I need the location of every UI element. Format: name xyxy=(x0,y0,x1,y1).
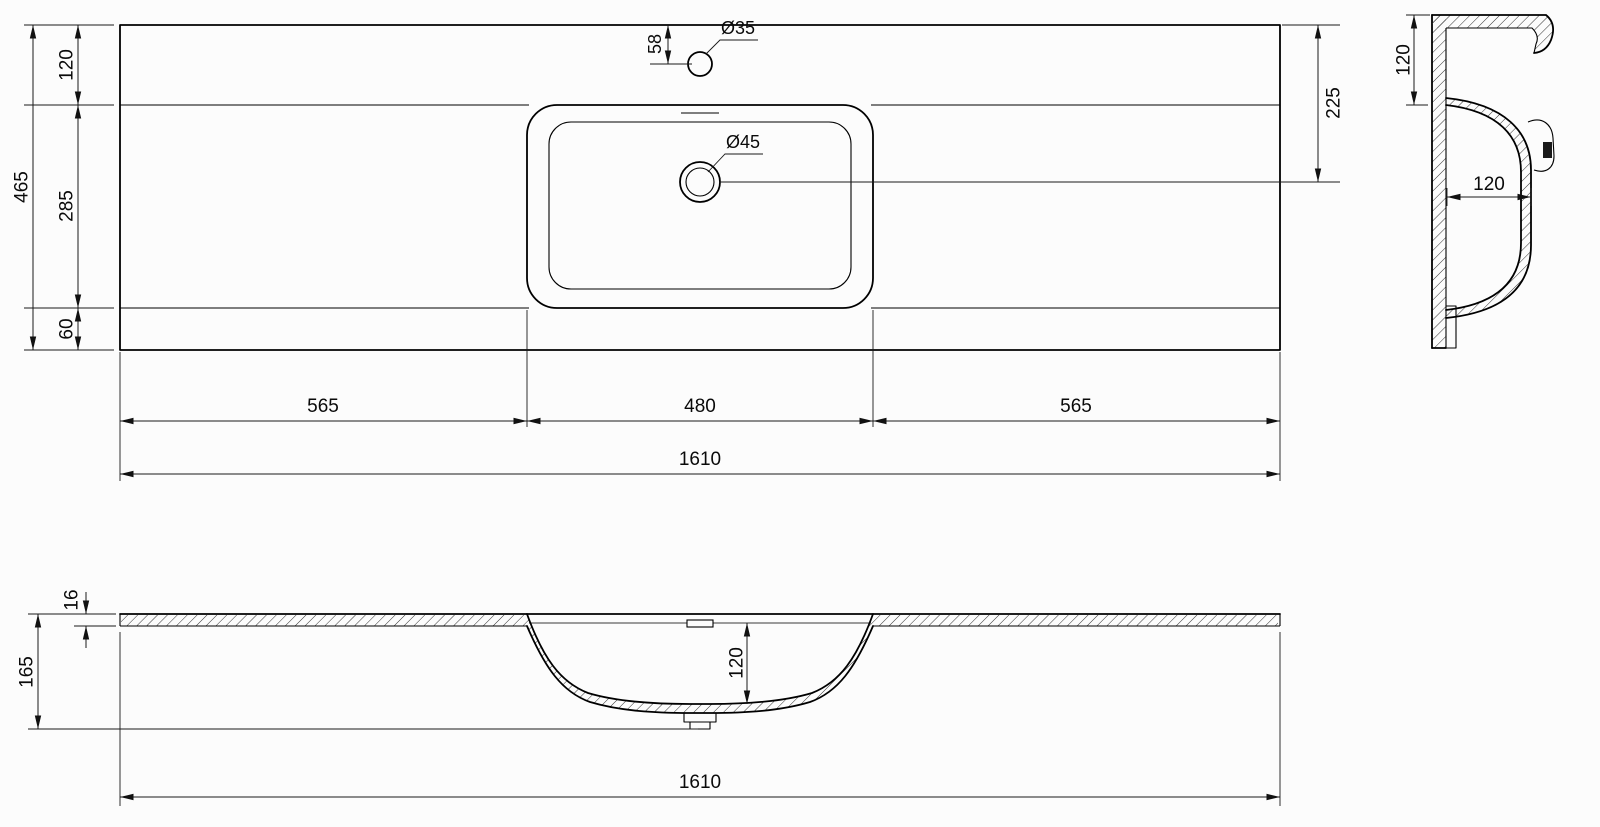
dim-overall-depth-label: 465 xyxy=(11,171,32,203)
faucet-diameter-label: Ø35 xyxy=(721,18,755,38)
dim-section-length-label: 1610 xyxy=(679,772,721,793)
apron-hatch xyxy=(1432,15,1554,53)
bowl-outer-line xyxy=(526,625,874,714)
slab-hatch-right xyxy=(873,615,1278,626)
dim-thickness-label: 16 xyxy=(61,589,82,610)
apron-outer-line xyxy=(1431,14,1555,54)
drain-body xyxy=(683,712,717,723)
drain-hole-outer xyxy=(679,161,721,203)
basin-inner-bowl xyxy=(548,121,852,290)
bowl-inner-line xyxy=(1445,104,1522,311)
dim-faucet: 58 Ø35 xyxy=(645,18,758,65)
side-section-view: 120 120 xyxy=(1393,14,1555,349)
dim-side-basin-label: 120 xyxy=(1473,174,1505,195)
bowl-inner-line xyxy=(526,613,874,705)
drain-diameter-label: Ø45 xyxy=(726,132,760,152)
dim-overall-length-label: 1610 xyxy=(679,449,721,470)
countertop-outline xyxy=(119,24,1281,351)
dim-basin-segment-label: 480 xyxy=(684,396,716,417)
dim-slab-thickness: 16 xyxy=(61,589,116,648)
dim-back-strip-label: 120 xyxy=(56,49,77,81)
dim-front-strip-label: 60 xyxy=(56,318,77,339)
dim-left-segment-label: 565 xyxy=(307,396,339,417)
dim-edge-strip: 120 xyxy=(1393,14,1430,106)
basin-outer-rim xyxy=(526,104,874,309)
front-section-view: 16 165 120 1610 xyxy=(16,589,1281,806)
slab-hatch-left xyxy=(121,615,527,626)
dim-drain: Ø45 225 xyxy=(707,24,1344,183)
dim-drain-offset-label: 225 xyxy=(1323,87,1344,119)
rim-clip-detail xyxy=(1543,142,1552,158)
bottom-foot-detail xyxy=(1446,305,1457,349)
dim-basin-zone-label: 285 xyxy=(56,190,77,222)
dim-basin-depth-label: 120 xyxy=(726,647,747,679)
dim-side-edge-label: 120 xyxy=(1393,44,1414,76)
dim-faucet-offset-label: 58 xyxy=(645,34,665,54)
bowl-wall-hatch xyxy=(527,614,873,713)
slab-hatch xyxy=(1432,15,1446,348)
dim-basin-depth-side: 120 xyxy=(1446,174,1532,206)
leader-line xyxy=(705,39,758,55)
rim-overflow-detail xyxy=(1527,119,1555,172)
dim-height-label: 165 xyxy=(16,656,37,688)
apron-inner-line xyxy=(1446,27,1538,54)
drain-tail xyxy=(689,721,711,730)
drain-hole-inner xyxy=(685,167,715,197)
leader-line xyxy=(707,153,763,173)
dim-right-segment-label: 565 xyxy=(1060,396,1092,417)
overflow-slot xyxy=(686,619,714,628)
top-view: 120 285 60 465 58 Ø35 Ø45 225 xyxy=(11,18,1344,481)
dim-widths-bottom: 565 480 565 1610 xyxy=(119,310,1281,481)
dim-depths-left: 120 285 60 465 xyxy=(11,24,114,351)
dim-overall-length-section: 1610 xyxy=(119,632,1281,806)
bowl-outer-line xyxy=(1445,97,1532,319)
dim-basin-inner-depth: 120 xyxy=(726,623,751,704)
dim-overall-height: 165 xyxy=(16,613,698,730)
